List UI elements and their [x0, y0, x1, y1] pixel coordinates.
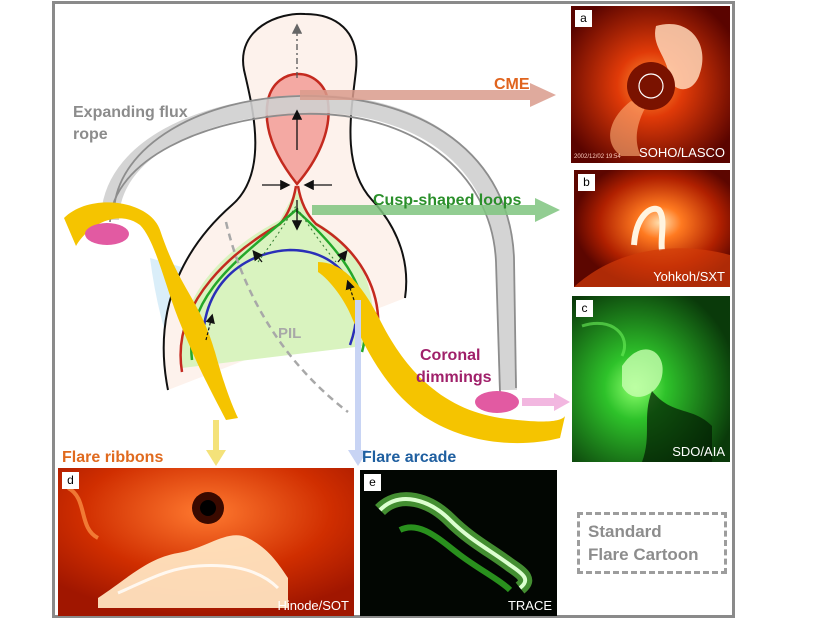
flare-ribbons-label: Flare ribbons	[62, 449, 164, 466]
panel-b-credit: Yohkoh/SXT	[653, 269, 725, 284]
panel-d-credit: Hinode/SOT	[277, 598, 349, 613]
panel-b-yohkoh: b Yohkoh/SXT	[574, 170, 730, 287]
panel-a-letter: a	[575, 10, 592, 27]
hinode-image	[58, 468, 354, 616]
dimming-arrow	[522, 393, 570, 411]
panel-e-credit: TRACE	[507, 598, 552, 613]
panel-e-trace: e TRACE	[360, 470, 557, 616]
arcade-arrow	[348, 300, 368, 466]
lasco-image	[571, 6, 730, 163]
flux-rope-label-line1: Expanding flux	[73, 104, 188, 121]
standard-box-line2: Flare Cartoon	[588, 545, 699, 564]
lasco-timestamp: 2002/12/02 19:54	[574, 154, 621, 160]
right-ribbon	[318, 262, 565, 444]
red-loop-right	[296, 185, 380, 351]
panel-b-letter: b	[578, 174, 595, 191]
cusp-arrow	[312, 198, 560, 222]
ribbon-arrow	[206, 420, 226, 466]
panel-c-credit: SDO/AIA	[672, 444, 725, 459]
pil-line	[224, 221, 349, 413]
cusp-label: Cusp-shaped loops	[373, 192, 522, 209]
standard-flare-cartoon-box: Standard Flare Cartoon	[577, 512, 727, 574]
standard-box-line1: Standard	[588, 522, 662, 541]
panel-a-lasco: 2002/12/02 19:54 a SOHO/LASCO	[571, 6, 730, 163]
cme-label: CME	[494, 76, 530, 93]
flux-rope-label-line2: rope	[73, 126, 108, 143]
flare-arcade-label: Flare arcade	[362, 449, 457, 466]
yohkoh-image	[574, 170, 730, 287]
trace-image	[375, 492, 533, 594]
cme-arrow	[300, 83, 556, 107]
dimmings-label-line2: dimmings	[416, 369, 492, 386]
left-ribbon	[64, 202, 238, 420]
panel-e-letter: e	[364, 474, 381, 491]
right-footpoint	[475, 391, 519, 413]
panel-d-letter: d	[62, 472, 79, 489]
panel-c-aia: c SDO/AIA	[572, 296, 730, 462]
cusp-fill	[180, 190, 374, 368]
dimmings-label-line1: Coronal	[420, 347, 481, 364]
panel-c-letter: c	[576, 300, 593, 317]
panel-a-credit: SOHO/LASCO	[639, 145, 725, 160]
flux-rope	[101, 94, 517, 391]
pil-label: PIL	[278, 325, 302, 342]
panel-d-hinode: d Hinode/SOT	[58, 468, 354, 616]
figure-frame	[52, 1, 735, 618]
aia-image	[572, 296, 730, 462]
left-footpoint	[85, 223, 129, 245]
